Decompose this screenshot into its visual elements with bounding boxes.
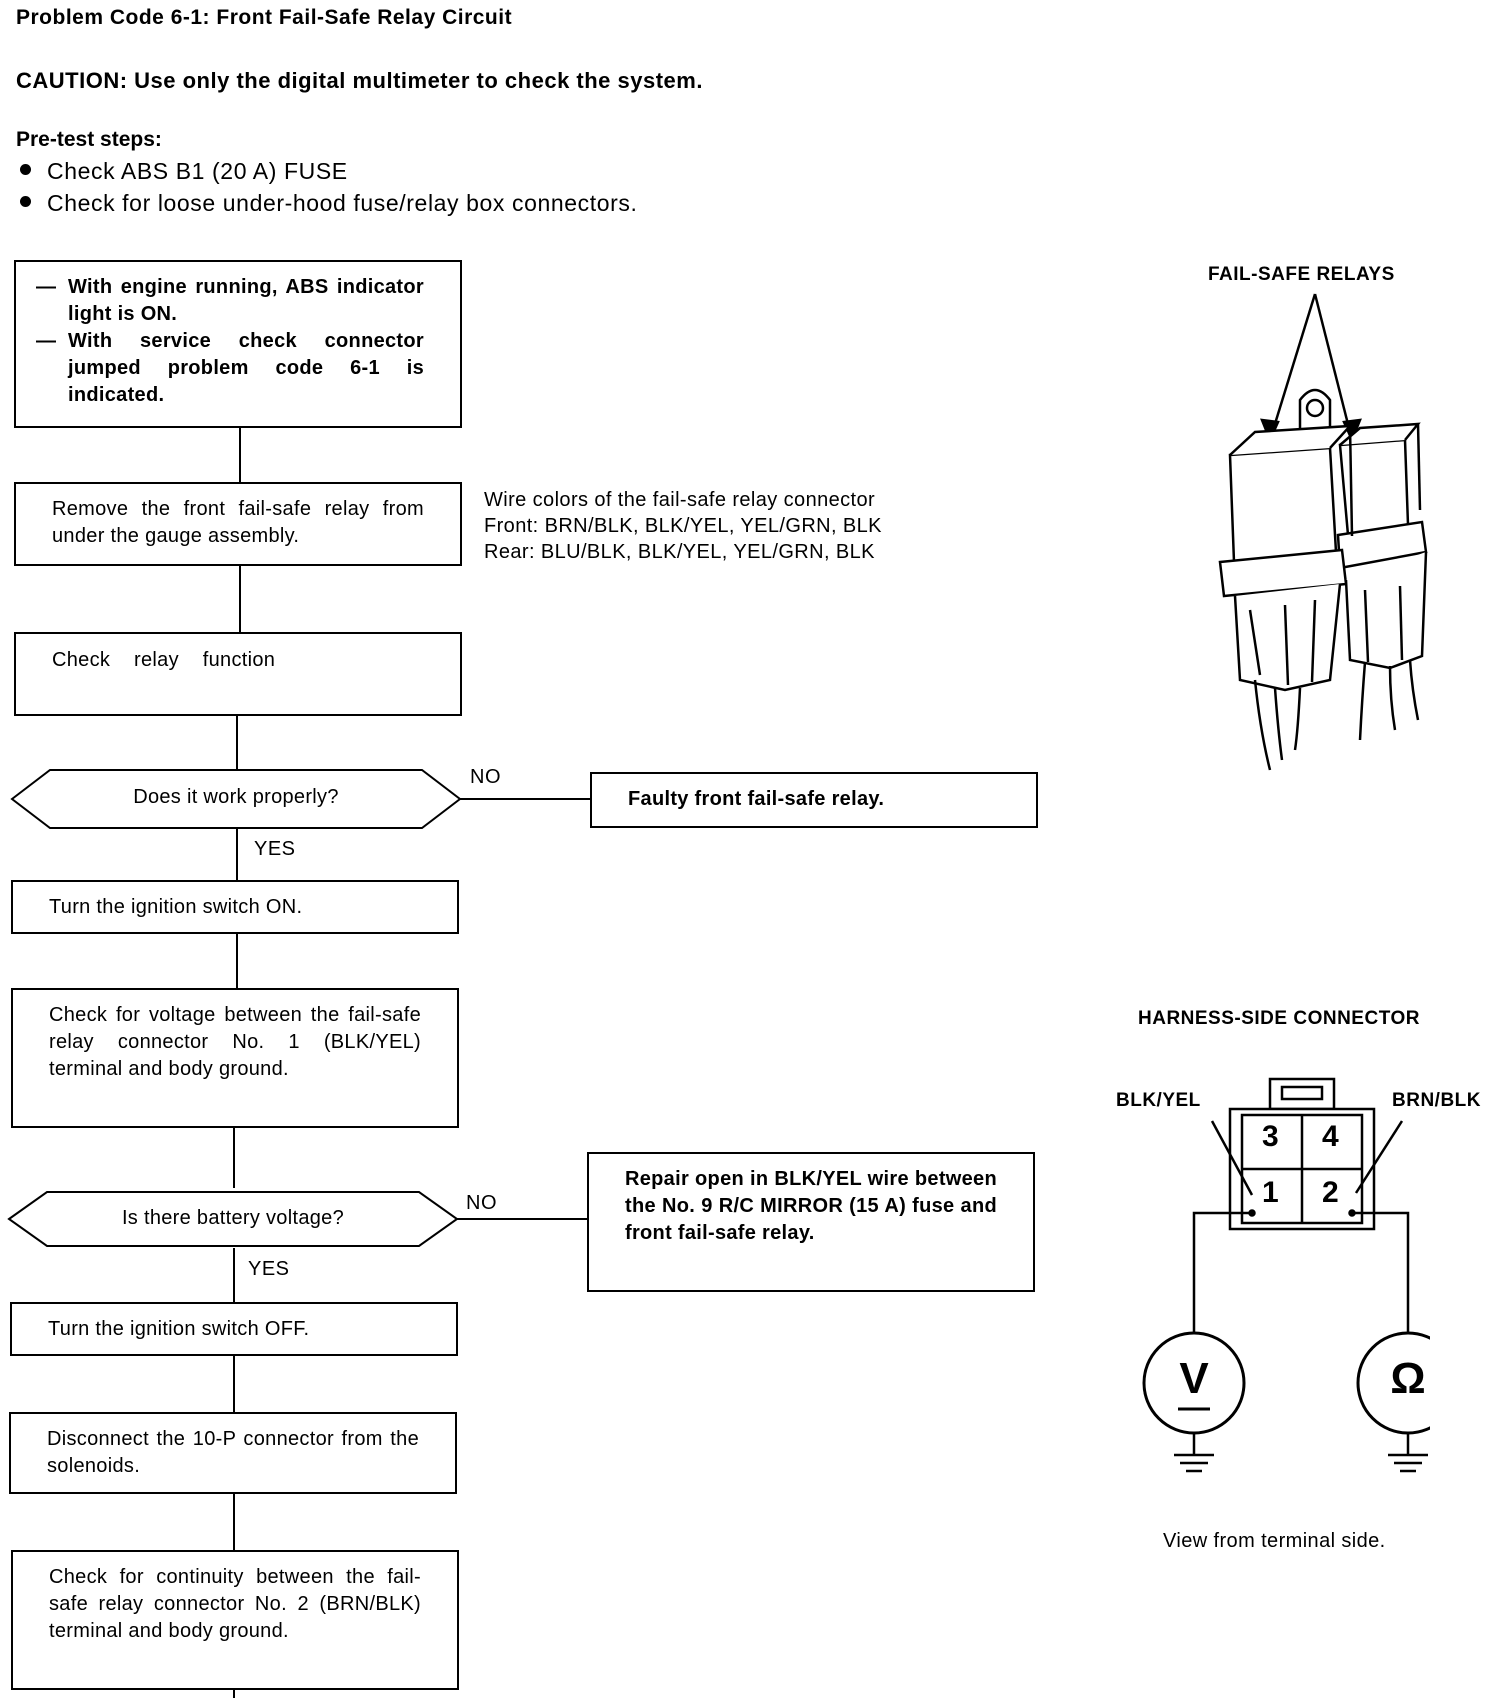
bullet-icon	[20, 164, 31, 176]
connector-detail	[1283, 604, 1290, 686]
harness-connector-diagram	[1142, 1077, 1430, 1473]
flow-connector	[236, 716, 238, 770]
pointer-arrow	[1313, 293, 1354, 441]
start-condition: —With service check connector jumped pro…	[36, 330, 424, 406]
step-check-voltage: Check for voltage between the fail-safe …	[11, 988, 459, 1128]
ohmmeter-lead	[1352, 1211, 1410, 1343]
pretest-title: Pre-test steps:	[16, 128, 162, 151]
connector-detail	[1398, 585, 1404, 661]
wire	[1273, 687, 1284, 761]
dash-icon: —	[36, 330, 57, 352]
flow-connector-no	[455, 1218, 587, 1220]
pin-3: 3	[1262, 1120, 1279, 1153]
result-repair-open: Repair open in BLK/YEL wire between the …	[587, 1152, 1035, 1292]
pin-1: 1	[1262, 1176, 1279, 1209]
pointer-arrow	[1268, 293, 1317, 441]
yes-label: YES	[254, 838, 296, 860]
wire-colors-note: Wire colors of the fail-safe relay conne…	[484, 489, 882, 563]
connector-latch-slot	[1280, 1085, 1324, 1101]
dash-icon: —	[36, 276, 57, 298]
relay-figure-label: FAIL-SAFE RELAYS	[1208, 264, 1395, 285]
flow-connector	[233, 1494, 235, 1550]
connector-figure-title: HARNESS-SIDE CONNECTOR	[1138, 1008, 1420, 1029]
flow-connector	[239, 428, 241, 482]
start-box: —With engine running, ABS indicator ligh…	[14, 260, 462, 428]
pin-2: 2	[1322, 1176, 1339, 1209]
decision-diamond	[7, 1191, 459, 1247]
flow-connector	[236, 934, 238, 988]
wire-label-brn-blk: BRN/BLK	[1392, 1090, 1481, 1111]
ohmmeter-symbol: Ω	[1390, 1354, 1426, 1403]
decision-shape	[7, 1191, 459, 1247]
voltmeter-lead	[1192, 1211, 1252, 1345]
bullet-icon	[20, 196, 31, 208]
mounting-hole	[1305, 398, 1325, 418]
page-title: Problem Code 6-1: Front Fail-Safe Relay …	[16, 6, 513, 29]
pretest-step: Check ABS B1 (20 A) FUSE	[20, 158, 348, 185]
connector-detail	[1310, 599, 1317, 683]
connector-latch	[1268, 1077, 1336, 1111]
wire	[1408, 659, 1420, 721]
wire	[1358, 661, 1367, 741]
caution-text: CAUTION: Use only the digital multimeter…	[16, 68, 703, 93]
pin-4: 4	[1322, 1120, 1339, 1153]
relay-rear-edge	[1416, 423, 1422, 511]
yes-label: YES	[248, 1258, 290, 1280]
rear-connector	[1344, 551, 1428, 670]
fail-safe-relays-illustration	[1218, 293, 1428, 771]
label-pointer	[1210, 1120, 1254, 1196]
relay-front-body	[1228, 446, 1338, 564]
decision-question-2: Is there battery voltage?	[121, 1207, 345, 1229]
no-label: NO	[470, 766, 501, 788]
step-check-continuity: Check for continuity between the fail-sa…	[11, 1550, 459, 1690]
wire-label-blk-yel: BLK/YEL	[1116, 1090, 1201, 1111]
voltmeter-symbol: V	[1179, 1354, 1209, 1403]
no-label: NO	[466, 1192, 497, 1214]
wire	[1388, 665, 1397, 731]
flow-connector	[233, 1356, 235, 1412]
flow-connector	[233, 1128, 235, 1188]
step-ignition-on: Turn the ignition switch ON.	[11, 880, 459, 934]
result-faulty-relay: Faulty front fail-safe relay.	[590, 772, 1038, 828]
view-caption: View from terminal side.	[1163, 1530, 1386, 1552]
decision-question-1: Does it work properly?	[133, 786, 339, 808]
step-remove-relay: Remove the front fail-safe relay from un…	[14, 482, 462, 566]
flow-connector-no	[458, 798, 590, 800]
flow-connector	[239, 566, 241, 632]
relay-front-top	[1229, 424, 1354, 456]
decision-diamond	[10, 769, 462, 829]
connector-detail	[1363, 589, 1370, 663]
step-ignition-off: Turn the ignition switch OFF.	[10, 1302, 458, 1356]
start-condition: —With engine running, ABS indicator ligh…	[36, 276, 424, 325]
wire	[1293, 687, 1302, 751]
flow-connector	[236, 826, 238, 880]
label-pointer	[1354, 1120, 1404, 1194]
relay-front-edge	[1348, 425, 1354, 537]
step-disconnect: Disconnect the 10-P connector from the s…	[9, 1412, 457, 1494]
pretest-step: Check for loose under-hood fuse/relay bo…	[20, 190, 638, 217]
decision-shape	[10, 769, 462, 829]
flow-connector	[233, 1248, 235, 1302]
wire	[1253, 679, 1272, 771]
connector-detail	[1248, 609, 1262, 676]
step-check-relay: Check relay function	[14, 632, 462, 716]
